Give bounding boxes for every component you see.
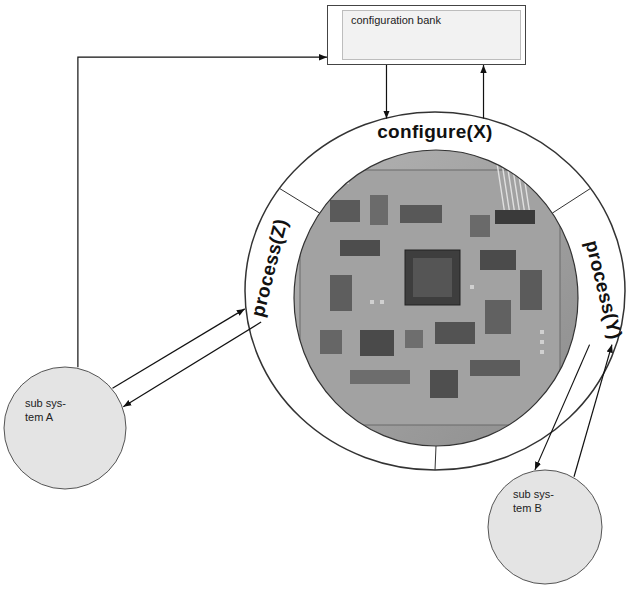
- ring-dividers: [279, 188, 590, 470]
- ring-divider: [435, 446, 436, 470]
- pcb-photo: [290, 145, 585, 455]
- connector-arrow: [535, 345, 590, 470]
- node-label: configuration bank: [351, 14, 519, 28]
- ring-divider: [552, 188, 590, 213]
- circle-shape: [488, 470, 602, 584]
- circle-outline: [3, 366, 127, 490]
- node-label: sub sys- tem A: [25, 397, 77, 425]
- connector-arrow: [123, 322, 261, 407]
- connector-arrow: [483, 65, 484, 119]
- ring-divider: [279, 188, 319, 213]
- node-label: sub sys- tem B: [513, 488, 565, 516]
- connector-arrow: [112, 309, 244, 388]
- bank-box: configuration bank: [327, 5, 526, 65]
- outer-ring: [245, 112, 625, 470]
- connector-arrow: [574, 345, 612, 477]
- ring-segment: configure(X): [377, 122, 493, 143]
- subsystem-circle: sub sys- tem B: [487, 469, 603, 585]
- circle-outline: [487, 469, 603, 585]
- connector-arrow: [386, 65, 387, 119]
- segment-label: configure(X): [377, 122, 493, 143]
- connector-arrow: [78, 57, 327, 367]
- inner-ring: [294, 150, 578, 446]
- subsystem-circle: sub sys- tem A: [3, 366, 127, 490]
- circle-shape: [4, 367, 126, 489]
